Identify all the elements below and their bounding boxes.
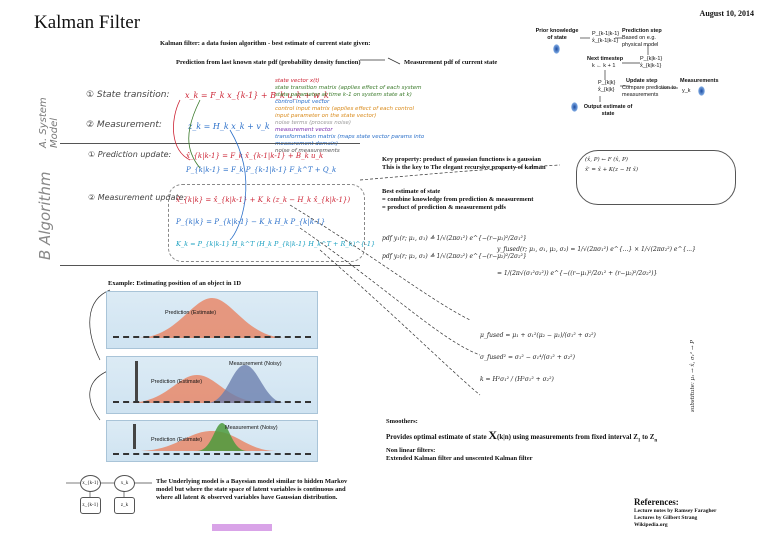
markov-state-prev: x_{k-1} <box>80 475 101 492</box>
math-derivation: pdf y₁(r; μ₁, σ₁) ≜ 1/√(2πσ₁²) e^{−(r−μ₁… <box>382 235 527 260</box>
reference-item: Lecture notes by Ramsey Faragher <box>634 508 717 514</box>
update-eq1: x̂_{k|k} = x̂_{k|k-1} + K_k (z_k − H_k x… <box>176 196 351 204</box>
prediction-eq2: P_{k|k-1} = F_k P_{k-1|k-1} F_k^T + Q_k <box>186 166 337 174</box>
intro-measurement: Measurement pdf of current state <box>404 59 498 66</box>
state-transition-label: ① State transition: <box>86 90 170 100</box>
state-equation: x_k = F_k x_{k-1} + B_k u_k + w_k <box>185 91 329 100</box>
nonlinear-text: Extended Kalman filter and unscented Kal… <box>386 455 533 462</box>
math-fused: y_fused(r; μ₁, σ₁, μ₂, σ₂) = 1/√(2πσ₁²) … <box>497 246 696 277</box>
example-panel-2: Measurement (Noisy) Prediction (Estimate… <box>106 356 318 414</box>
references-list: Lecture notes by Ramsey Faragher Lecture… <box>634 508 716 529</box>
diagram-x-upd: P_{k|k}x̂_{k|k} <box>598 80 616 93</box>
output-gaussian-icon <box>571 102 578 112</box>
key-property: Key property: product of gaussian functi… <box>382 156 546 171</box>
update-eq3: K_k = P_{k|k-1} H_k^T (H_k P_{k|k-1} H_k… <box>176 240 376 248</box>
markov-obs-prev: z_{k-1} <box>80 497 101 514</box>
date: August 10, 2014 <box>699 9 754 18</box>
smoothers-text: Provides optimal estimate of state X(k|n… <box>386 428 658 444</box>
diagram-yk: y_k <box>682 88 691 94</box>
example-title: Example: Estimating position of an objec… <box>108 280 242 287</box>
update-box <box>168 184 365 262</box>
diagram-output: Output estimate of state <box>583 104 633 117</box>
intro-line: Kalman filter: a data fusion algorithm -… <box>160 40 371 47</box>
update-eq2: P_{k|k} = P_{k|k-1} − K_k H_k P_{k|k-1} <box>176 218 326 226</box>
measurement-equation: z_k = H_k x_k + v_k <box>188 122 270 131</box>
markov-diagram: x_{k-1} x_k z_{k-1} z_k <box>66 471 156 515</box>
diagram-next-timestep: Next timestep <box>587 56 624 62</box>
intro-prediction: Prediction from last known state pdf (pr… <box>176 59 361 66</box>
math-results: μ_fused = μ₁ + σ₁²(μ₂ − μ₁)/(σ₁² + σ₂²) … <box>480 332 596 383</box>
measurement-update-label: ② Measurement update: <box>88 193 187 202</box>
prior-gaussian-icon <box>553 44 560 54</box>
diagram-x-prev: P_{k-1|k-1}x̂_{k-1|k-1} <box>592 31 620 44</box>
highlight-bar <box>212 524 272 531</box>
smoothers-title: Smoothers: <box>386 418 418 425</box>
best-estimate: Best estimate of state = combine knowled… <box>382 188 534 211</box>
markov-description: The Underlying model is a Bayesian model… <box>156 478 348 501</box>
prediction-eq1: x̂_{k|k-1} = F_k x̂_{k-1|k-1} + B_k u_k <box>186 152 324 160</box>
diagram-k-inc: k ← k + 1 <box>592 63 616 69</box>
diagram-x-pred: P_{k|k-1}x̂_{k|k-1} <box>640 56 663 69</box>
diagram-measurements: Measurements <box>680 78 719 84</box>
diagram-based-on: Based on e.g. physical model <box>622 35 659 48</box>
reference-item: Lectures by Gilbert Strang <box>634 515 698 521</box>
example-panel-1: Prediction (Estimate) <box>106 291 318 349</box>
markov-state-curr: x_k <box>114 475 135 492</box>
model-notes: state vector x(t) state transition matri… <box>275 78 425 154</box>
markov-arrows <box>66 482 152 497</box>
diagram-prior: Prior knowledge of state <box>535 28 579 41</box>
divider-2 <box>60 265 360 266</box>
diagram-prediction-step: Prediction step <box>622 28 662 34</box>
reference-item: Wikipedia.org <box>634 522 668 528</box>
measurement-gaussian-icon <box>698 86 705 96</box>
prediction-update-label: ① Prediction update: <box>88 150 172 159</box>
diagram-update-step: Update step <box>626 78 658 84</box>
example-panel-3: Prediction (Estimate) Measurement (Noisy… <box>106 420 318 462</box>
diagram-compare: Compare prediction to measurements <box>622 85 677 98</box>
divider <box>60 143 360 144</box>
references-title: References: <box>634 497 679 507</box>
page-title: Kalman Filter <box>34 12 141 33</box>
markov-obs-curr: z_k <box>114 497 135 514</box>
math-substitution: (x̂, P) ← F (x̂, P) x̂' = x̂ + K(z − H x… <box>576 150 736 205</box>
measurement-label: ② Measurement: <box>86 120 162 130</box>
diagram-arrows <box>580 37 678 102</box>
nonlinear-title: Non linear filters: <box>386 447 436 454</box>
